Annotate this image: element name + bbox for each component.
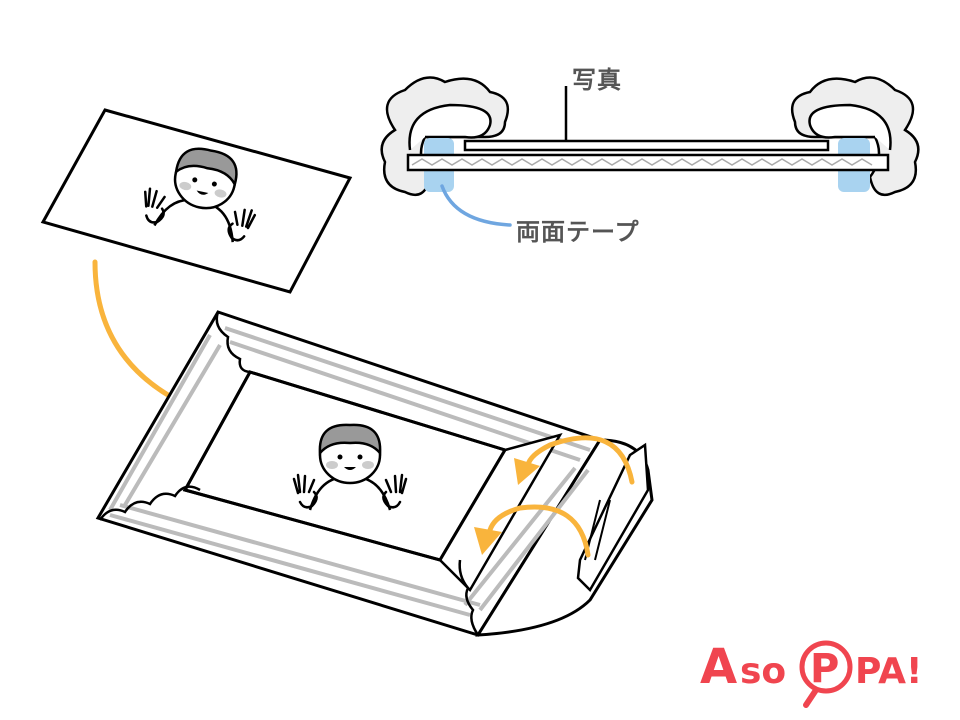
cross-section-diagram — [380, 76, 920, 227]
fold-arrows — [474, 435, 635, 558]
photo-card — [40, 108, 353, 294]
double-sided-tape-label: 両面テープ — [516, 218, 640, 246]
svg-text:so: so — [740, 651, 786, 692]
svg-text:P: P — [810, 646, 839, 692]
svg-text:A: A — [700, 639, 737, 695]
svg-text:PA!: PA! — [855, 651, 922, 692]
asoppa-logo: A so P PA! — [700, 639, 922, 708]
photo-label: 写真 — [572, 66, 622, 94]
photo-frame — [95, 310, 654, 637]
